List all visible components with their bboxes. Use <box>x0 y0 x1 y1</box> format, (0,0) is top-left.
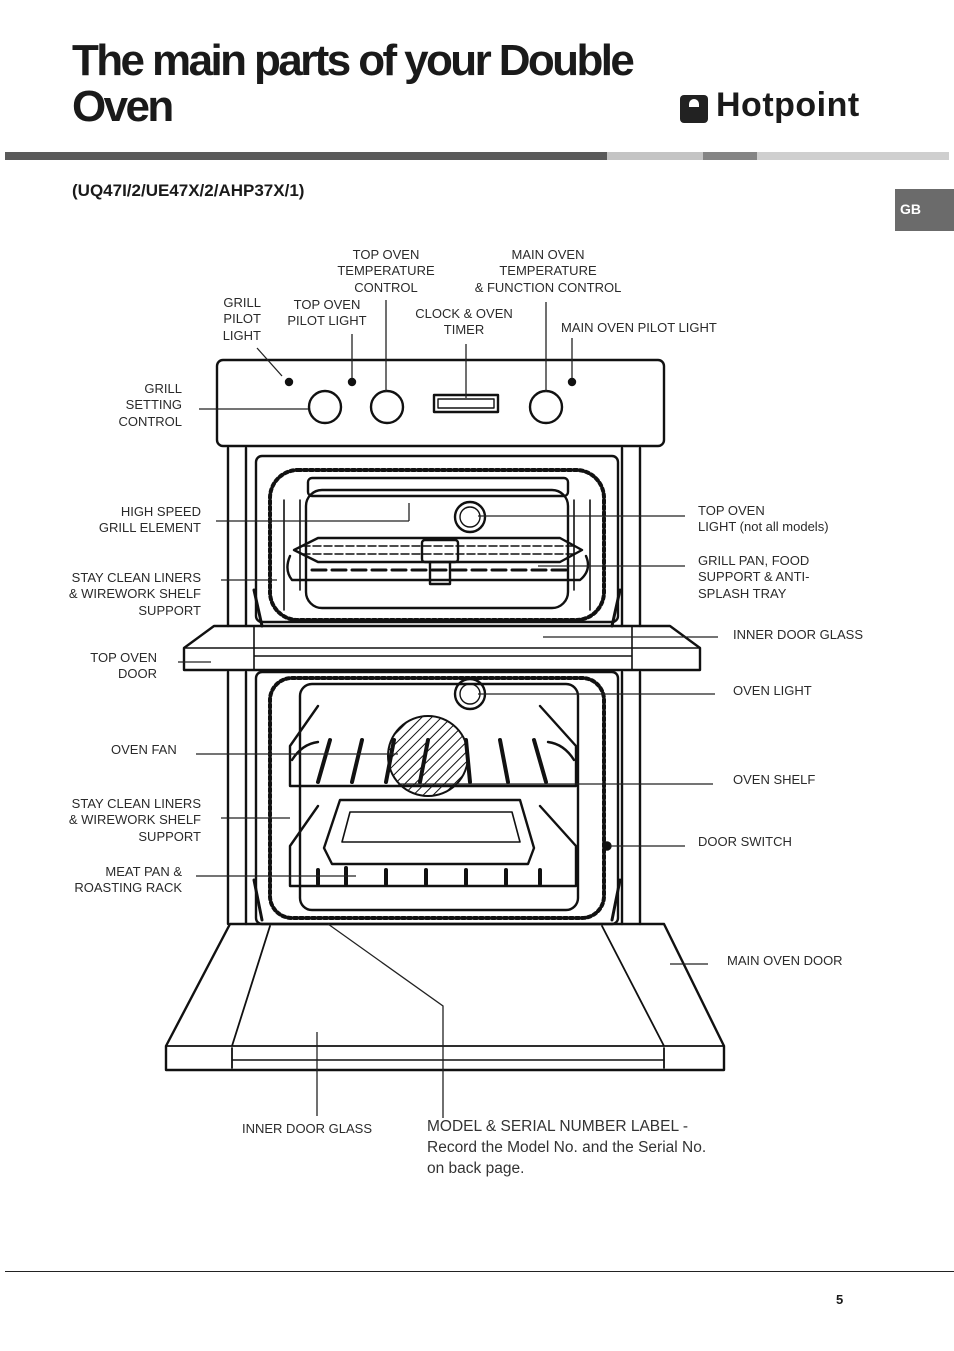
label-model-serial-number: MODEL & SERIAL NUMBER LABEL -Record the … <box>427 1118 707 1177</box>
top-oven-pilot-light-dot <box>347 377 357 387</box>
top-oven-cavity <box>254 454 620 624</box>
meat-pan <box>322 798 536 866</box>
label-inner-door-glass-bottom: INNER DOOR GLASS <box>242 1121 373 1136</box>
main-oven-temperature-knob <box>528 389 564 425</box>
roasting-rack <box>288 804 578 888</box>
control-panel <box>215 358 666 448</box>
grill-setting-knob <box>307 389 343 425</box>
door-switch <box>602 841 612 851</box>
grill-pilot-light-dot <box>284 377 294 387</box>
top-oven-light-bulb <box>453 500 487 534</box>
brand-name: Hotpoint <box>716 86 860 124</box>
header-rule-mid <box>703 152 757 160</box>
page-number: 5 <box>836 1292 844 1307</box>
grill-element <box>306 476 570 498</box>
page-title: The main parts of your Double Oven <box>72 36 635 131</box>
label-meat-pan-roasting-rack: MEAT PAN &ROASTING RACK <box>74 864 182 896</box>
label-oven-fan: OVEN FAN <box>111 742 177 757</box>
grill-pan-handle <box>420 538 460 564</box>
header-rule-dark <box>5 152 607 160</box>
label-main-oven-door: MAIN OVEN DOOR <box>727 953 843 968</box>
label-oven-light: OVEN LIGHT <box>733 683 812 698</box>
header-rule-light-end <box>757 152 949 160</box>
label-inner-door-glass-top: INNER DOOR GLASS <box>733 627 864 642</box>
label-door-switch: DOOR SWITCH <box>698 834 792 849</box>
model-numbers: (UQ47I/2/UE47X/2/AHP37X/1) <box>72 181 305 200</box>
main-oven-pilot-light-dot <box>567 377 577 387</box>
header-rule-light <box>607 152 703 160</box>
top-oven-temperature-knob <box>369 389 405 425</box>
oven-shelf <box>288 704 578 788</box>
hotpoint-logo-icon <box>680 95 708 123</box>
grill-pan-tray <box>292 536 584 564</box>
language-tab: GB <box>895 189 954 231</box>
footer-rule <box>5 1271 954 1272</box>
label-main-oven-pilot-light: MAIN OVEN PILOT LIGHT <box>561 320 717 335</box>
main-oven-door <box>164 922 726 1072</box>
label-oven-shelf: OVEN SHELF <box>733 772 816 787</box>
